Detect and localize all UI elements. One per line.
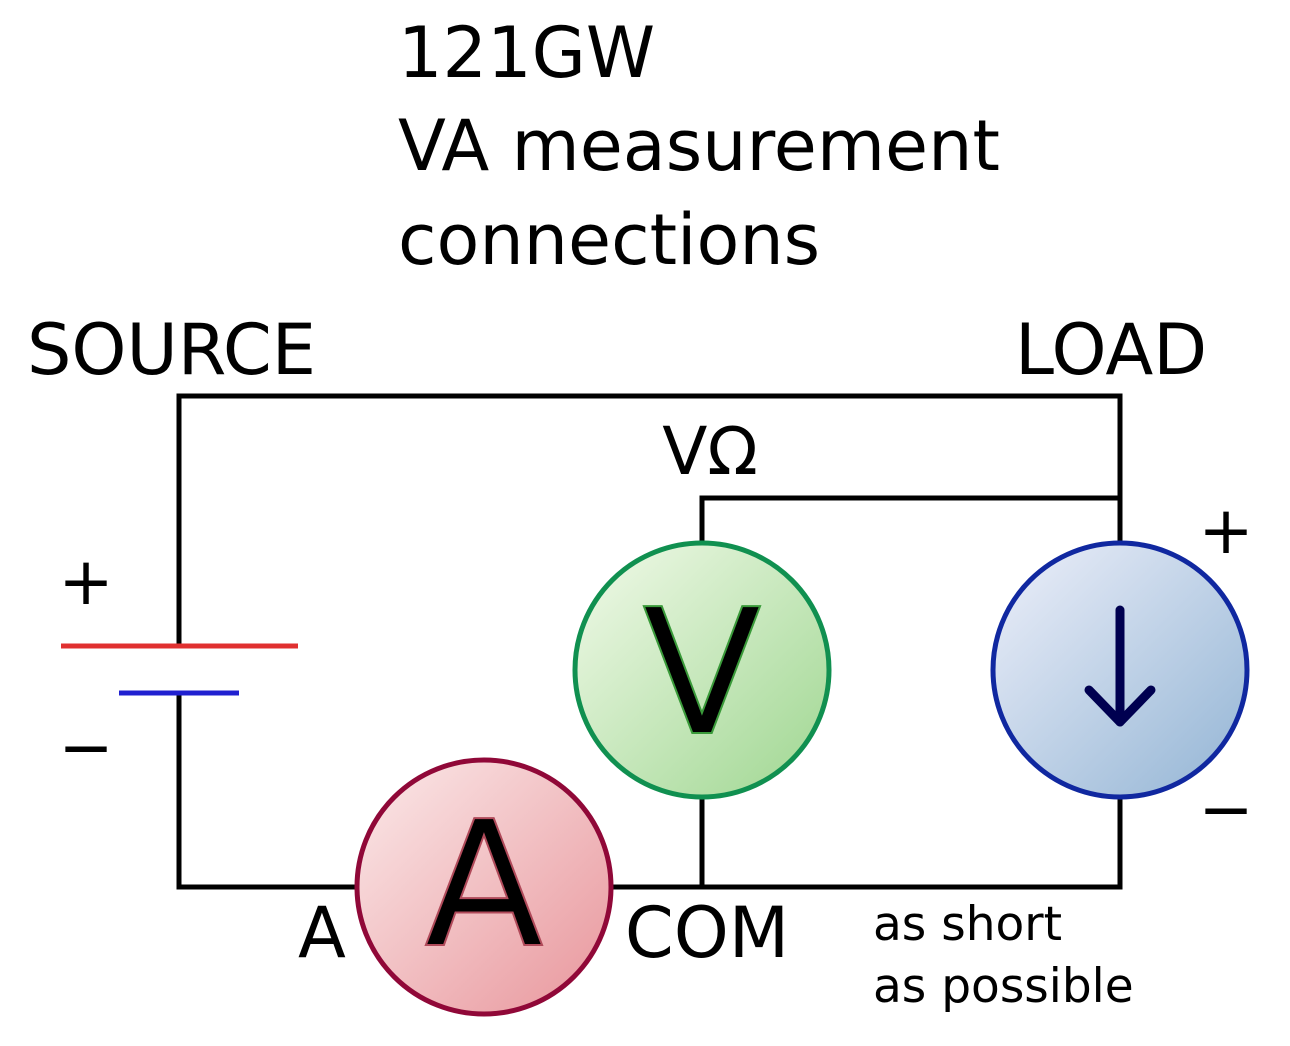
circuit-wires — [176, 393, 1123, 890]
note-line-1: as short — [873, 897, 1062, 952]
voltmeter-circle — [572, 540, 832, 800]
vohm-terminal-label: VΩ — [662, 413, 758, 490]
ammeter: A — [354, 757, 614, 1017]
battery-plus-sign: + — [58, 543, 113, 620]
voltmeter-symbol: V — [642, 572, 761, 775]
load-label: LOAD — [1015, 309, 1207, 391]
source-label: SOURCE — [27, 309, 316, 391]
load-minus-sign: − — [1198, 771, 1253, 848]
com-terminal-label: COM — [625, 892, 789, 974]
title-line-3: connections — [398, 199, 820, 281]
note-line-2: as possible — [873, 959, 1134, 1014]
battery-symbol — [61, 643, 298, 696]
load-current-source — [990, 540, 1250, 800]
top-wire — [176, 393, 1123, 648]
down-arrow-icon — [1084, 605, 1156, 727]
voltmeter-sense-wire — [699, 495, 1123, 546]
a-terminal-label: A — [298, 892, 346, 974]
title-line-1: 121GW — [398, 12, 655, 94]
voltmeter: V — [572, 540, 832, 800]
load-plus-sign: + — [1198, 492, 1253, 569]
title-line-2: VA measurement — [398, 105, 1000, 187]
battery-negative-wire — [176, 690, 360, 890]
ammeter-circle — [354, 757, 614, 1017]
battery-minus-sign: − — [58, 709, 113, 786]
ammeter-symbol: A — [424, 784, 543, 987]
